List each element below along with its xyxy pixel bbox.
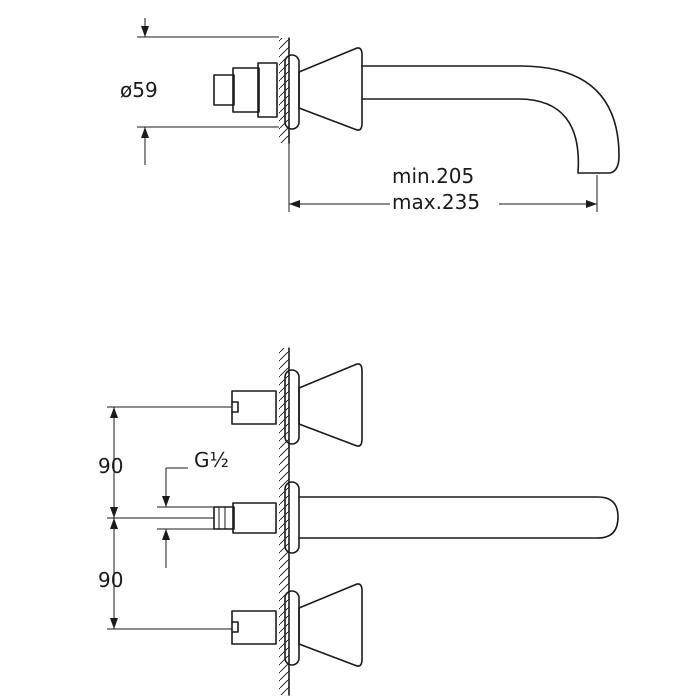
valve-stub-top <box>213 62 278 118</box>
diameter-label: ø59 <box>120 78 158 102</box>
lower-handle <box>231 583 363 667</box>
bottom-view: 90 90 G½ <box>98 347 619 696</box>
spacing-lower-label: 90 <box>98 568 123 592</box>
diameter-dimension: ø59 <box>120 18 279 165</box>
spacing-upper-label: 90 <box>98 454 123 478</box>
wall-hatch-top <box>279 38 289 143</box>
center-spout <box>213 481 619 554</box>
upper-handle <box>231 363 363 447</box>
spout-min-label: min.205 <box>392 164 474 188</box>
top-view: ø59 min.205 max.235 <box>120 18 620 214</box>
thread-dimension: G½ <box>157 448 229 568</box>
cone-handle-top <box>298 47 363 131</box>
spout-max-label: max.235 <box>392 190 480 214</box>
spacing-dimension: 90 90 <box>98 406 232 630</box>
thread-label: G½ <box>194 448 229 472</box>
spout-length-dimension: min.205 max.235 <box>288 143 598 214</box>
spout-arm <box>361 65 620 174</box>
wall-hatch-bottom <box>279 348 289 695</box>
